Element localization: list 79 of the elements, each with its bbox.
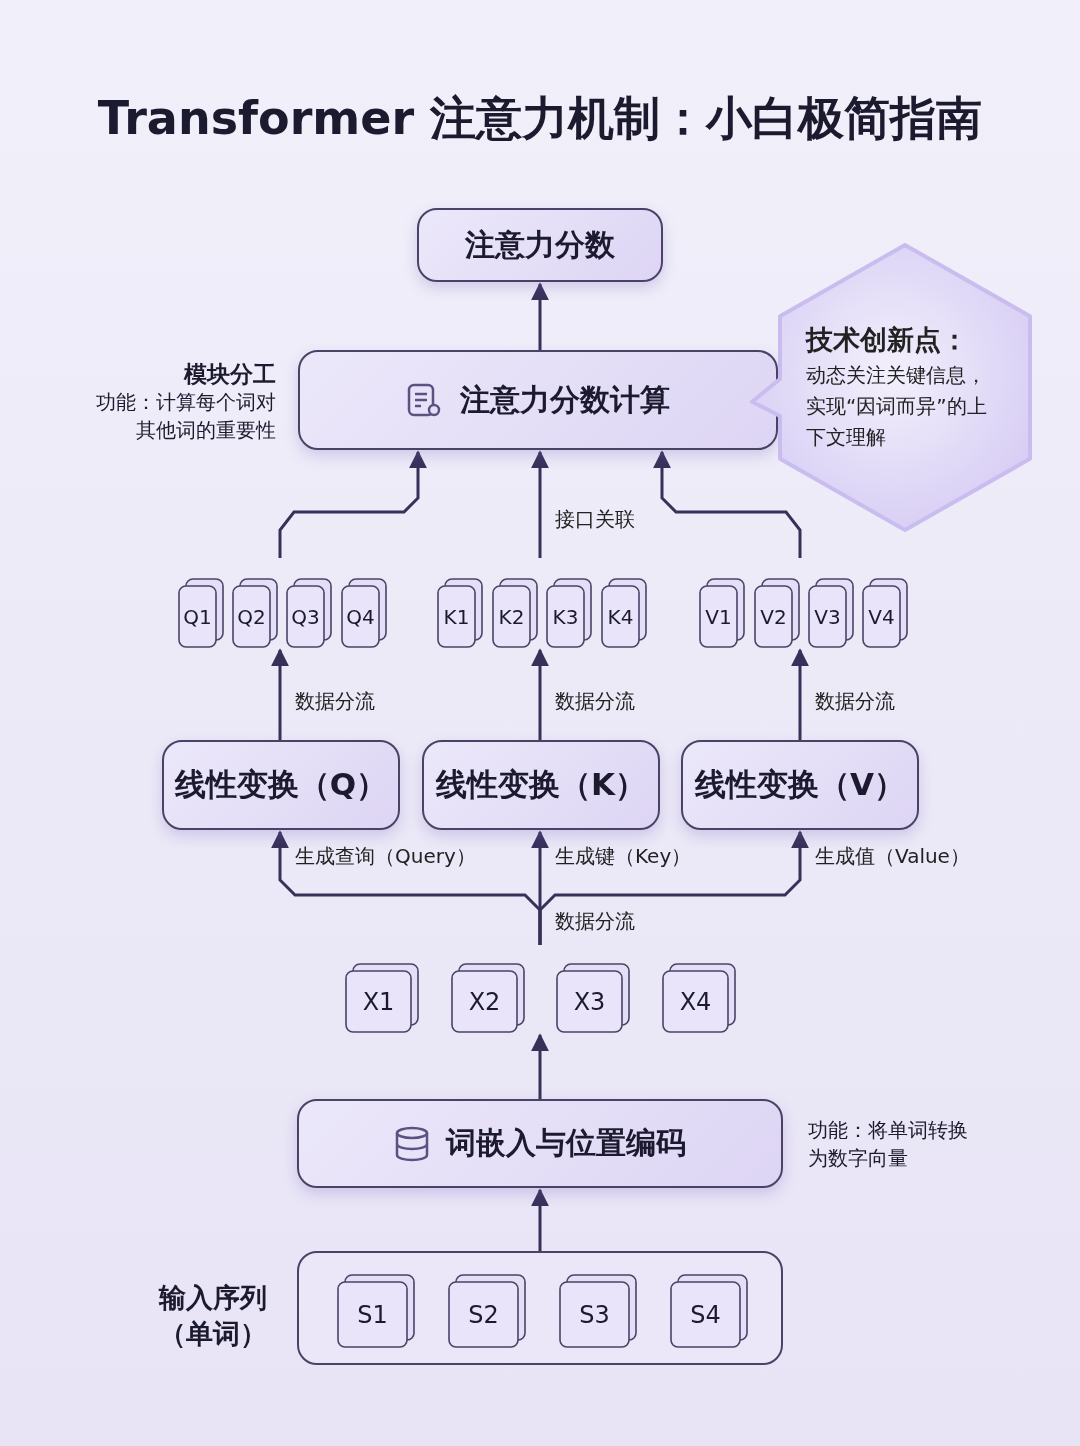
node-label: 线性变换（K） xyxy=(436,765,646,804)
arrow xyxy=(531,1188,549,1251)
edge-label: 数据分流 xyxy=(815,688,895,715)
process-box xyxy=(162,740,400,830)
arrow xyxy=(531,282,549,350)
process-box xyxy=(297,1099,783,1188)
node-label: 线性变换（V） xyxy=(695,765,905,804)
node-label: 注意力分数计算 xyxy=(460,380,670,419)
node-label: Q2 xyxy=(236,603,267,631)
stacked-card xyxy=(337,1274,415,1348)
stacked-card xyxy=(862,578,908,648)
stacked-card xyxy=(286,578,332,648)
node-label: Q1 xyxy=(182,603,213,631)
edge-label: 生成键（Key） xyxy=(555,843,692,870)
edge-label: 生成查询（Query） xyxy=(295,843,476,870)
title: Transformer 注意力机制：小白极简指南 xyxy=(96,90,984,147)
process-box xyxy=(681,740,919,830)
node-label: V2 xyxy=(759,603,788,631)
annotation-heading: 模块分工 xyxy=(182,360,276,389)
flow-label: 数据分流 xyxy=(555,908,635,935)
stacked-card xyxy=(341,578,387,648)
node-label: Q4 xyxy=(345,603,376,631)
stacked-card xyxy=(492,578,538,648)
callout-text: 动态关注关键信息，实现“因词而异”的上下文理解 xyxy=(806,362,988,451)
stacked-card xyxy=(601,578,647,648)
annotation-text: 功能：计算每个词对其他词的重要性 xyxy=(95,389,276,444)
node-label: V3 xyxy=(813,603,842,631)
node-label: 注意力分数 xyxy=(465,225,615,264)
node-label: S1 xyxy=(356,1299,389,1331)
node-label: X1 xyxy=(361,986,396,1018)
node-label: K2 xyxy=(497,603,526,631)
stacked-card xyxy=(232,578,278,648)
annotation-text: 功能：将单词转换为数字向量 xyxy=(808,1117,969,1172)
annotation-heading: 输入序列（单词） xyxy=(157,1281,268,1351)
node-label: X4 xyxy=(678,986,713,1018)
arrow xyxy=(271,648,289,740)
stacked-card xyxy=(662,963,736,1033)
stacked-card xyxy=(345,963,419,1033)
node-label: K4 xyxy=(606,603,635,631)
stacked-card xyxy=(559,1274,637,1348)
stacked-card xyxy=(754,578,800,648)
stacked-card xyxy=(451,963,525,1033)
callout-heading: 技术创新点： xyxy=(806,323,969,357)
node-label: S2 xyxy=(467,1299,500,1331)
stacked-card xyxy=(699,578,745,648)
arrow xyxy=(791,648,809,740)
arrow xyxy=(531,1033,549,1099)
stacked-card xyxy=(556,963,630,1033)
node-label: K1 xyxy=(442,603,471,631)
node-label: S4 xyxy=(689,1299,722,1331)
arrow xyxy=(653,450,802,558)
node-label: X3 xyxy=(572,986,607,1018)
container-box xyxy=(297,1251,783,1365)
stacked-card xyxy=(546,578,592,648)
node-label: V1 xyxy=(704,603,733,631)
process-box xyxy=(422,740,660,830)
callout-hexagon xyxy=(752,245,1030,530)
node-label: 词嵌入与位置编码 xyxy=(446,1124,686,1162)
stacked-card xyxy=(437,578,483,648)
stacked-card xyxy=(178,578,224,648)
arrow xyxy=(531,648,549,740)
process-box xyxy=(417,208,663,282)
node-label: S3 xyxy=(578,1299,611,1331)
arrow xyxy=(538,830,809,945)
node-label: 线性变换（Q） xyxy=(174,765,388,804)
edge-label: 数据分流 xyxy=(295,688,375,715)
edge-label: 数据分流 xyxy=(555,688,635,715)
edge-label: 接口关联 xyxy=(555,506,635,533)
stacked-card xyxy=(670,1274,748,1348)
stacked-card xyxy=(808,578,854,648)
node-label: V4 xyxy=(867,603,896,631)
node-label: K3 xyxy=(551,603,580,631)
process-box xyxy=(298,350,778,450)
edge-label: 生成值（Value） xyxy=(815,843,970,870)
arrow xyxy=(531,450,549,558)
arrow xyxy=(278,450,427,558)
node-label: X2 xyxy=(467,986,502,1018)
stacked-card xyxy=(448,1274,526,1348)
node-label: Q3 xyxy=(290,603,321,631)
